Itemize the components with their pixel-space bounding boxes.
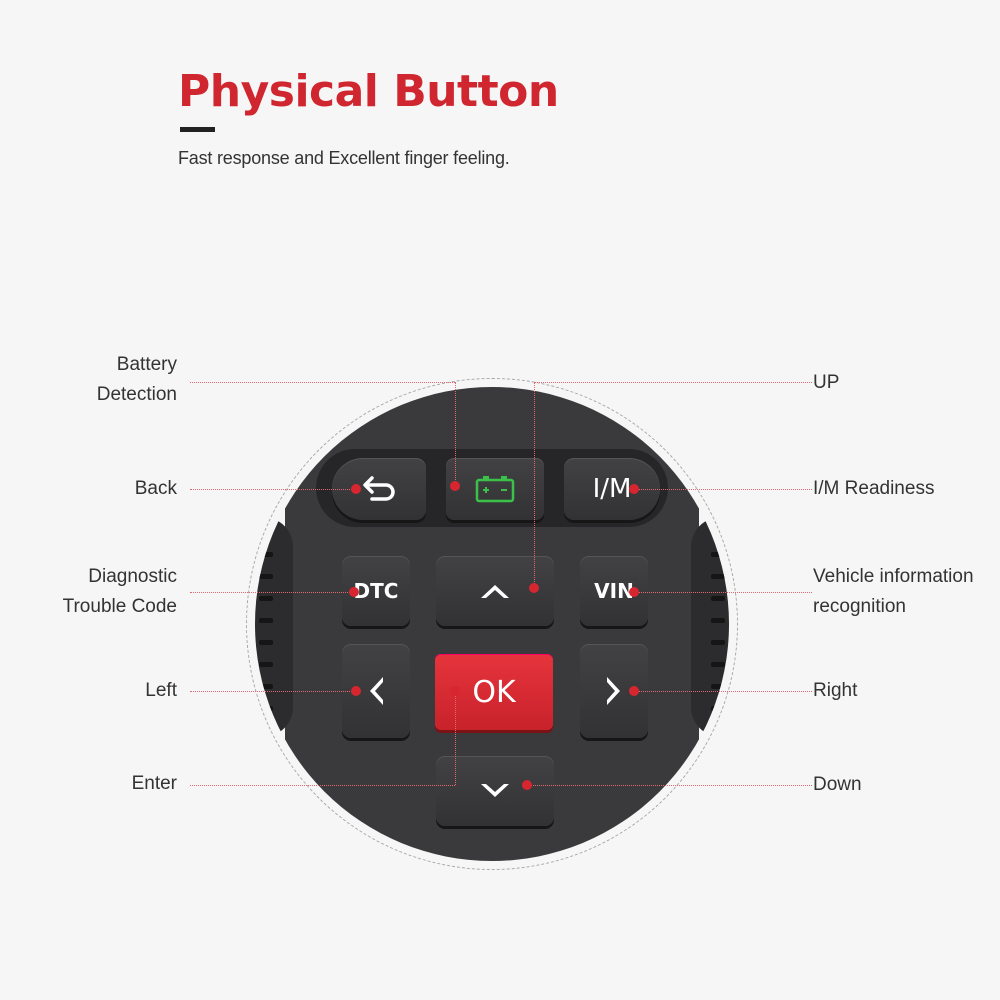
chevron-right-icon	[607, 677, 620, 705]
dtc-key-label: DTC	[353, 579, 399, 603]
label-battery-line1: Battery	[116, 354, 177, 375]
dtc-button[interactable]: DTC	[342, 556, 410, 626]
chevron-left-icon	[370, 677, 383, 705]
chevron-up-icon	[481, 585, 509, 598]
label-dtc-line1: Diagnostic	[88, 566, 177, 587]
callout-vin-h	[634, 592, 812, 593]
callout-up-dot	[529, 583, 539, 593]
page-title: Physical Button	[178, 66, 559, 117]
callout-vin-dot	[629, 587, 639, 597]
label-vin-line1: Vehicle information	[813, 566, 974, 587]
label-diagnostic-trouble-code: Diagnostic Trouble Code	[63, 562, 177, 622]
label-enter: Enter	[131, 773, 177, 794]
vin-key-label: VIN	[594, 579, 634, 603]
label-back: Back	[134, 478, 177, 499]
label-up: UP	[813, 372, 840, 393]
label-right: Right	[813, 680, 858, 701]
callout-enter-dot	[450, 686, 460, 696]
callout-enter-h	[190, 785, 455, 786]
callout-down-h	[527, 785, 812, 786]
label-battery-detection: Battery Detection	[97, 350, 177, 410]
callout-dtc-h	[190, 592, 354, 593]
label-im-readiness: I/M Readiness	[813, 478, 935, 499]
callout-up-h	[534, 382, 812, 383]
callout-right-h	[634, 691, 812, 692]
callout-battery-dot	[450, 481, 460, 491]
callout-dtc-dot	[349, 587, 359, 597]
back-arrow-icon	[363, 476, 395, 501]
callout-left-h	[190, 691, 356, 692]
ok-enter-button[interactable]: OK	[435, 654, 553, 730]
battery-icon	[475, 476, 515, 503]
right-grip	[691, 517, 729, 737]
label-left: Left	[145, 680, 177, 701]
back-button[interactable]	[332, 458, 426, 520]
im-readiness-button[interactable]: I/M	[564, 458, 660, 520]
chevron-down-icon	[481, 784, 509, 797]
im-key-label: I/M	[592, 474, 632, 504]
down-button[interactable]	[436, 756, 554, 826]
callout-im-dot	[629, 484, 639, 494]
title-underline	[180, 127, 215, 132]
label-vehicle-information: Vehicle information recognition	[813, 562, 974, 622]
battery-detection-button[interactable]	[446, 458, 544, 520]
ok-key-label: OK	[472, 674, 516, 710]
callout-im-h	[634, 489, 812, 490]
callout-down-dot	[522, 780, 532, 790]
label-down: Down	[813, 774, 862, 795]
callout-back-dot	[351, 484, 361, 494]
label-battery-line2: Detection	[96, 384, 177, 405]
left-grip	[255, 517, 293, 737]
callout-right-dot	[629, 686, 639, 696]
label-vin-line2: recognition	[813, 596, 906, 617]
label-dtc-line2: Trouble Code	[62, 596, 177, 617]
page-subtitle: Fast response and Excellent finger feeli…	[178, 148, 510, 168]
callout-battery-h	[190, 382, 455, 383]
callout-left-dot	[351, 686, 361, 696]
